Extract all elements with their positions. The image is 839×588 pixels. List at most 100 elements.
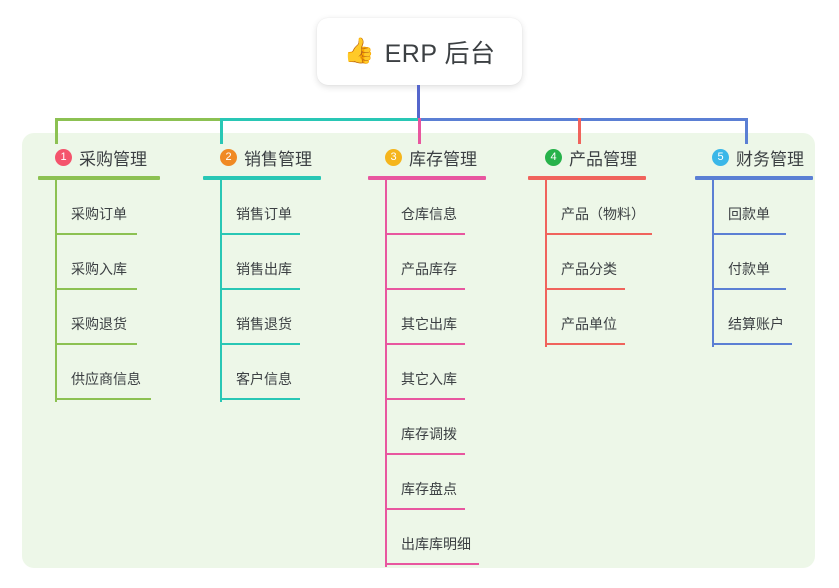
stub-sales	[220, 118, 223, 144]
branch-item[interactable]: 回款单	[695, 180, 813, 235]
bar-segment-green	[55, 118, 221, 121]
branch-item-label: 回款单	[728, 206, 770, 222]
branch-item[interactable]: 结算账户	[695, 290, 813, 345]
branch-items: 回款单付款单结算账户	[695, 180, 813, 347]
branch-header-采购管理[interactable]: 1 采购管理	[38, 145, 160, 169]
branch-header-rule	[368, 176, 486, 180]
branch-index-badge: 5	[712, 148, 729, 166]
bar-segment-teal	[220, 118, 420, 121]
branch-title: 库存管理	[409, 149, 477, 169]
thumbs-up-icon: 👍	[343, 37, 375, 65]
branch-item-label: 销售订单	[236, 206, 292, 222]
branch-spine	[545, 180, 547, 347]
branch-item-rule	[385, 508, 465, 510]
branch-item-label: 其它入库	[401, 371, 457, 387]
branch-item-rule	[545, 288, 625, 290]
branch-item[interactable]: 销售出库	[203, 235, 321, 290]
branch-items: 采购订单采购入库采购退货供应商信息	[38, 180, 160, 402]
branch-index-badge: 1	[55, 148, 72, 166]
branch-item-rule	[712, 288, 786, 290]
branch-item[interactable]: 产品单位	[528, 290, 646, 345]
branch-items: 销售订单销售出库销售退货客户信息	[203, 180, 321, 402]
branch-item[interactable]: 仓库信息	[368, 180, 486, 235]
branch-item-label: 销售退货	[236, 316, 292, 332]
branch-item-label: 产品库存	[401, 261, 457, 277]
branch-item-rule	[385, 398, 465, 400]
branch-item-rule	[55, 398, 151, 400]
branch-item-rule	[55, 288, 137, 290]
branch-column-库存管理: 3 库存管理仓库信息产品库存其它出库其它入库库存调拨库存盘点出库库明细	[368, 145, 486, 567]
branch-spine	[55, 180, 57, 402]
root-node-title: ERP 后台	[384, 39, 496, 68]
branch-item-rule	[385, 563, 479, 565]
diagram-panel	[22, 133, 815, 568]
branch-items: 产品（物料） 产品分类产品单位	[528, 180, 652, 347]
branch-item-label: 仓库信息	[401, 206, 457, 222]
branch-item[interactable]: 库存调拨	[368, 400, 486, 455]
branch-item[interactable]: 付款单	[695, 235, 813, 290]
branch-item-rule	[385, 233, 465, 235]
branch-title: 销售管理	[244, 149, 312, 169]
branch-item-label: 销售出库	[236, 261, 292, 277]
branch-item-rule	[55, 233, 137, 235]
branch-item-label: 其它出库	[401, 316, 457, 332]
branch-item-label: 付款单	[728, 261, 770, 277]
branch-header-rule	[695, 176, 813, 180]
branch-item-label: 库存调拨	[401, 426, 457, 442]
branch-item[interactable]: 产品（物料）	[528, 180, 652, 235]
branch-item-rule	[385, 453, 465, 455]
branch-header-库存管理[interactable]: 3 库存管理	[368, 145, 486, 169]
branch-item-label: 产品分类	[561, 261, 617, 277]
branch-item-rule	[220, 398, 300, 400]
branch-column-采购管理: 1 采购管理采购订单采购入库采购退货供应商信息	[38, 145, 160, 402]
branch-item[interactable]: 销售退货	[203, 290, 321, 345]
stub-inventory	[418, 118, 421, 144]
branch-header-rule	[38, 176, 160, 180]
branch-item-rule	[712, 233, 786, 235]
branch-item[interactable]: 采购入库	[38, 235, 160, 290]
connector-trunk	[417, 85, 420, 120]
branch-item-label: 采购退货	[71, 316, 127, 332]
stub-product	[578, 118, 581, 144]
branch-item-label: 出库库明细	[401, 536, 471, 552]
branch-item[interactable]: 产品分类	[528, 235, 646, 290]
stub-finance	[745, 118, 748, 144]
branch-item[interactable]: 出库库明细	[368, 510, 486, 565]
branch-item-rule	[220, 288, 300, 290]
branch-column-产品管理: 4 产品管理产品（物料） 产品分类产品单位	[528, 145, 652, 347]
branch-item-rule	[385, 343, 465, 345]
branch-item-rule	[55, 343, 137, 345]
branch-item-rule	[220, 343, 300, 345]
branch-item-label: 采购入库	[71, 261, 127, 277]
branch-item-label: 结算账户	[728, 316, 784, 332]
branch-item-rule	[545, 343, 625, 345]
branch-index-badge: 3	[385, 148, 402, 166]
branch-item-label: 客户信息	[236, 371, 292, 387]
root-node-erp-backend[interactable]: 👍 ERP 后台	[317, 18, 522, 85]
branch-index-badge: 4	[545, 148, 562, 166]
branch-item-label: 库存盘点	[401, 481, 457, 497]
branch-header-产品管理[interactable]: 4 产品管理	[528, 145, 646, 169]
branch-item[interactable]: 其它出库	[368, 290, 486, 345]
branch-item[interactable]: 客户信息	[203, 345, 321, 400]
branch-item-label: 采购订单	[71, 206, 127, 222]
branch-title: 产品管理	[569, 149, 637, 169]
branch-item-rule	[220, 233, 300, 235]
branch-spine	[385, 180, 387, 567]
branch-item[interactable]: 产品库存	[368, 235, 486, 290]
bar-segment-blue	[418, 118, 748, 121]
branch-item[interactable]: 供应商信息	[38, 345, 160, 400]
branch-item[interactable]: 销售订单	[203, 180, 321, 235]
branch-item-rule	[545, 233, 652, 235]
branch-item[interactable]: 采购退货	[38, 290, 160, 345]
branch-item[interactable]: 其它入库	[368, 345, 486, 400]
branch-title: 采购管理	[79, 149, 147, 169]
branch-item[interactable]: 库存盘点	[368, 455, 486, 510]
branch-item[interactable]: 采购订单	[38, 180, 160, 235]
branch-item-label: 产品（物料）	[561, 206, 645, 222]
branch-header-rule	[203, 176, 321, 180]
